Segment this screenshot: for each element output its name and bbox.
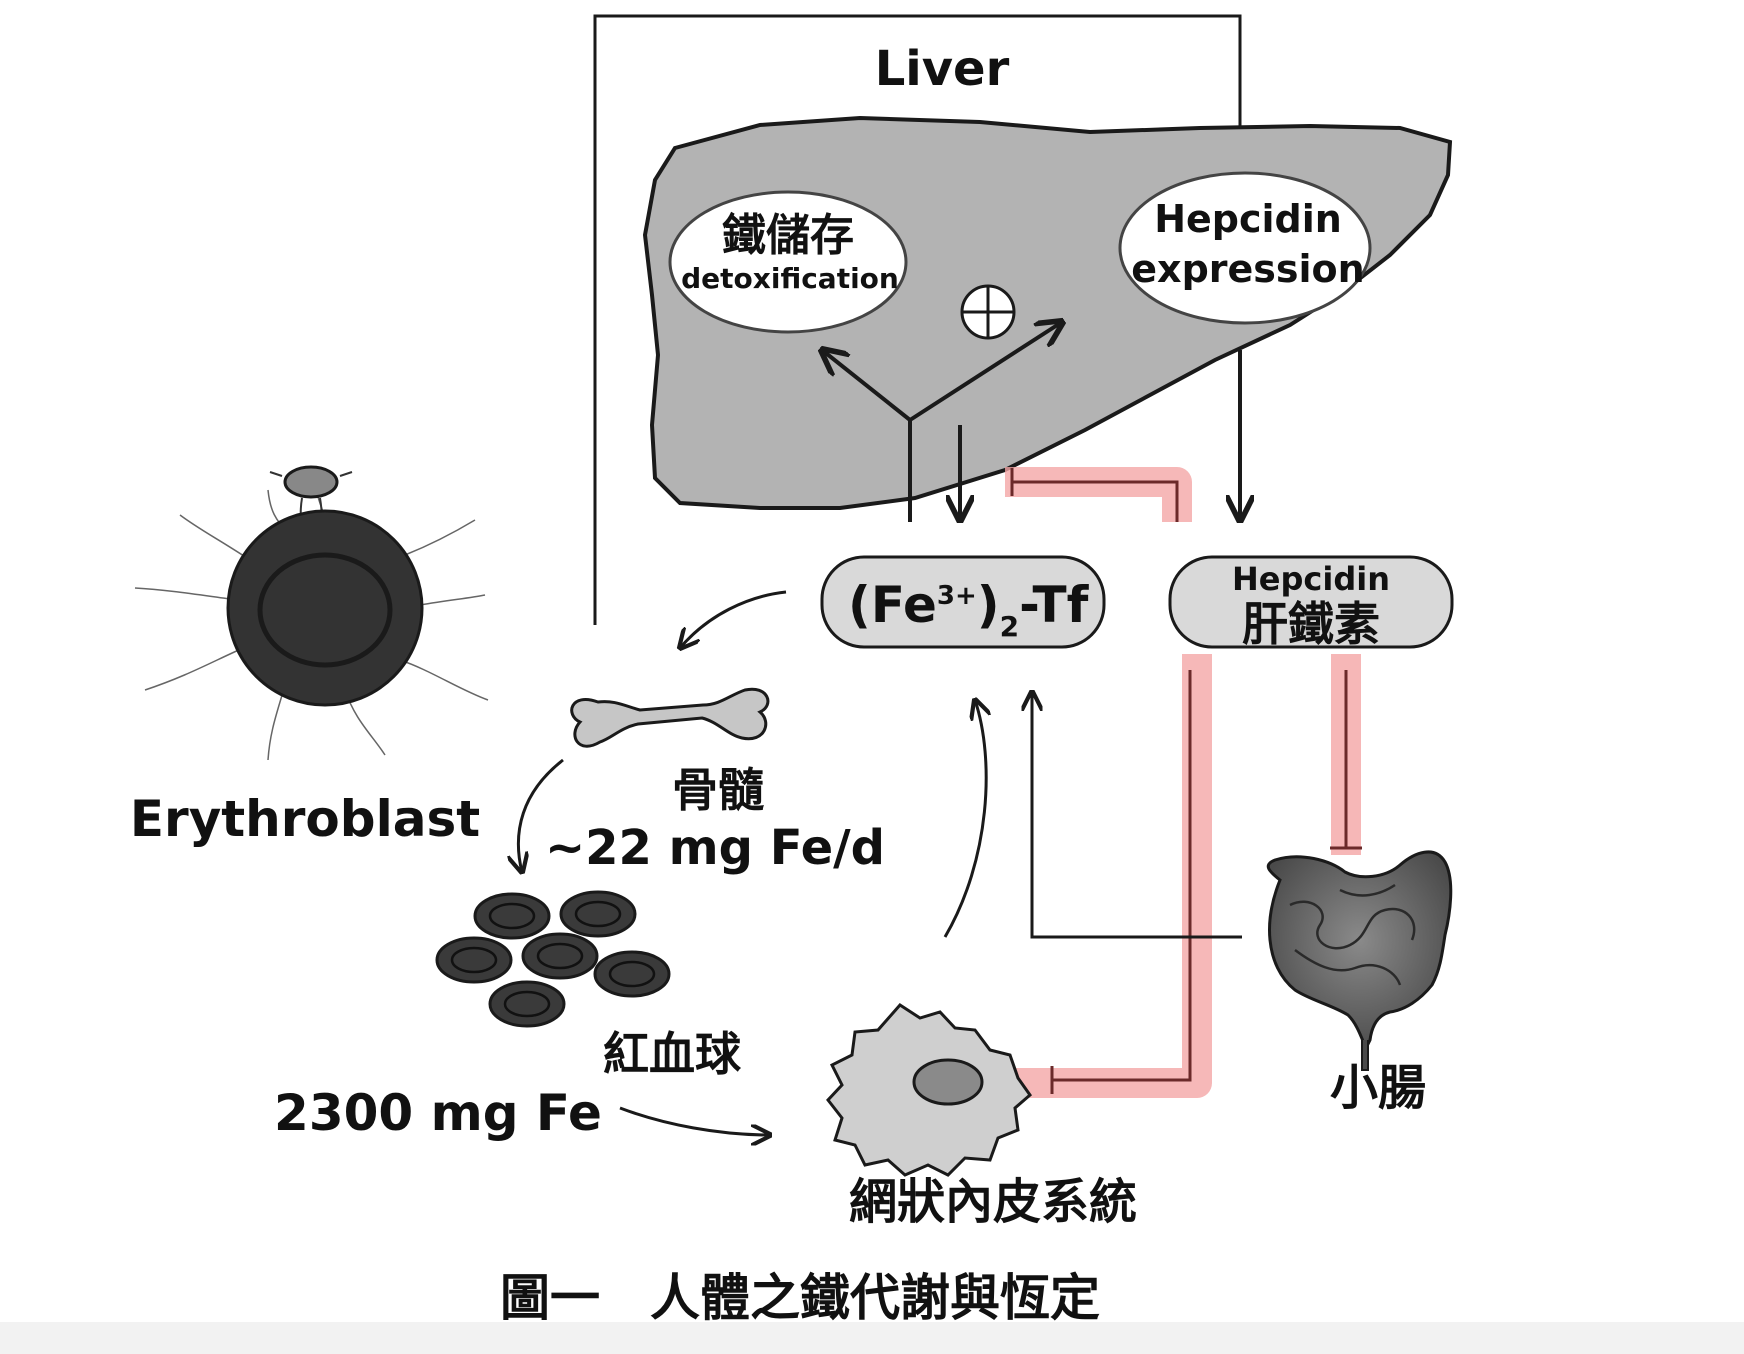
bone-marrow-rate-label: ~22 mg Fe/d [545, 820, 885, 876]
iron-storage-ellipse [668, 190, 908, 334]
hepcidin-expression-label-1: Hepcidin [1154, 197, 1342, 241]
hepcidin-box-zh-label: 肝鐵素 [1242, 597, 1380, 651]
reticuloendothelial-label: 網狀內皮系統 [849, 1174, 1137, 1230]
hepcidin-box [1168, 555, 1454, 649]
rbc-iron-label: 2300 mg Fe [274, 1084, 602, 1142]
hepcidin-box-en-label: Hepcidin [1232, 560, 1390, 598]
transferrin-box [820, 555, 1106, 649]
figure-caption: 圖一 人體之鐵代謝與恆定 [500, 1268, 1100, 1327]
erythroblast-label: Erythroblast [130, 790, 480, 848]
hepcidin-expression-ellipse [1118, 171, 1372, 325]
bone-icon [570, 687, 770, 748]
bone-to-rbc-arrow [518, 758, 564, 872]
bone-marrow-label: 骨髓 [672, 763, 764, 817]
red-blood-cell-icon [435, 890, 671, 1028]
y-split-arrow [822, 322, 1062, 522]
erythroblast-icon [134, 465, 489, 761]
small-intestine-label: 小腸 [1330, 1060, 1426, 1116]
rbc-label: 紅血球 [603, 1027, 742, 1081]
feedback-line [593, 14, 1242, 625]
macrophage-nucleus [912, 1058, 984, 1106]
liver-label: Liver [875, 41, 1010, 97]
transferrin-to-bone-arrow [680, 590, 787, 648]
intestine-icon [1266, 850, 1453, 1071]
plus-circle-icon [960, 284, 1016, 340]
hepcidin-inhibit-intestine [1330, 654, 1362, 855]
detoxification-label: detoxification [681, 262, 899, 295]
hepcidin-expression-label-2: expression [1131, 247, 1364, 291]
rbc-to-macrophage-arrow [619, 1106, 770, 1135]
hepcidin-inhibit-liver [1005, 467, 1192, 522]
hepcidin-inhibit-macrophage [1008, 654, 1212, 1098]
iron-storage-label: 鐵儲存 [722, 210, 854, 261]
footer-band [0, 1322, 1744, 1354]
macrophage-to-transferrin-arrow [943, 700, 986, 938]
intestine-to-transferrin-arrow [1032, 692, 1242, 939]
transferrin-label: (Fe3+)2-Tf [848, 576, 1090, 643]
